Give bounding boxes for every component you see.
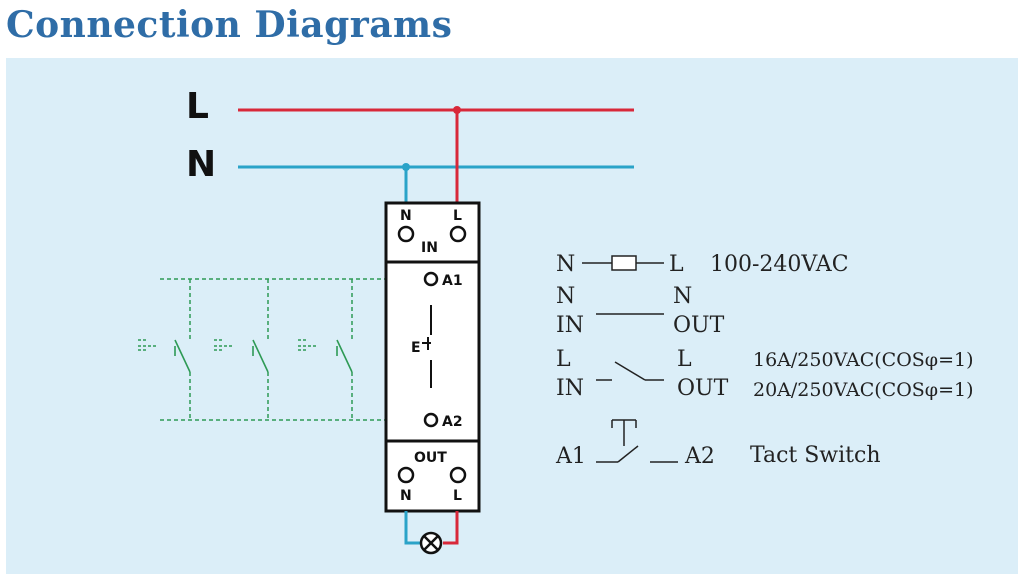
fuse-icon <box>611 255 637 271</box>
legend-rating-20a: 20A/250VAC(COSφ=1) <box>753 379 974 401</box>
legend-rating-16a: 16A/250VAC(COSφ=1) <box>753 349 974 371</box>
push-button-switch-1 <box>138 339 191 373</box>
push-button-switch-2 <box>214 339 269 373</box>
terminal-label-n-in: N <box>400 208 412 224</box>
legend-live-in-bottom: IN <box>556 376 584 401</box>
terminal-n-in <box>397 225 415 243</box>
switch-network <box>160 278 420 421</box>
push-button-switch-3 <box>298 339 353 373</box>
legend-neutral-out-top: N <box>673 284 692 309</box>
legend-neutral-out-bottom: OUT <box>673 313 725 338</box>
terminal-a2 <box>423 412 439 428</box>
terminal-label-out: OUT <box>414 450 447 466</box>
live-load-wire <box>443 511 459 545</box>
legend-live-out-top: L <box>677 347 692 372</box>
internal-contact-symbol <box>422 305 432 388</box>
terminal-label-l-in: L <box>453 208 462 224</box>
terminal-l-in <box>449 225 467 243</box>
legend-supply-l: L <box>669 252 684 277</box>
terminal-label-a1: A1 <box>442 273 463 289</box>
diagram-panel <box>6 58 1018 574</box>
legend-neutral-in-bottom: IN <box>556 313 584 338</box>
bus-label-l: L <box>186 86 209 127</box>
terminal-label-n-out: N <box>400 488 412 504</box>
legend-tact-a1: A1 <box>555 444 586 469</box>
lamp-icon <box>419 531 443 555</box>
legend-live-out-bottom: OUT <box>677 376 729 401</box>
terminal-label-a2: A2 <box>442 414 463 430</box>
neutral-load-wire <box>404 511 420 545</box>
legend-switch-contact <box>596 361 664 381</box>
terminal-l-out <box>449 466 467 484</box>
tact-switch-icon <box>596 419 678 463</box>
bus-label-n: N <box>186 144 216 185</box>
coil-label: E <box>411 340 421 356</box>
legend-tact-label: Tact Switch <box>750 443 881 468</box>
terminal-label-in: IN <box>421 240 438 256</box>
legend-live-in-top: L <box>556 347 571 372</box>
relay-device-body <box>384 201 481 513</box>
legend-supply-rating: 100-240VAC <box>710 252 849 277</box>
terminal-a1 <box>423 271 439 287</box>
terminal-n-out <box>397 466 415 484</box>
legend-supply-n: N <box>556 252 575 277</box>
legend-tact-a2: A2 <box>684 444 715 469</box>
page-title: Connection Diagrams <box>6 4 453 46</box>
legend-neutral-in-top: N <box>556 284 575 309</box>
terminal-label-l-out: L <box>453 488 462 504</box>
